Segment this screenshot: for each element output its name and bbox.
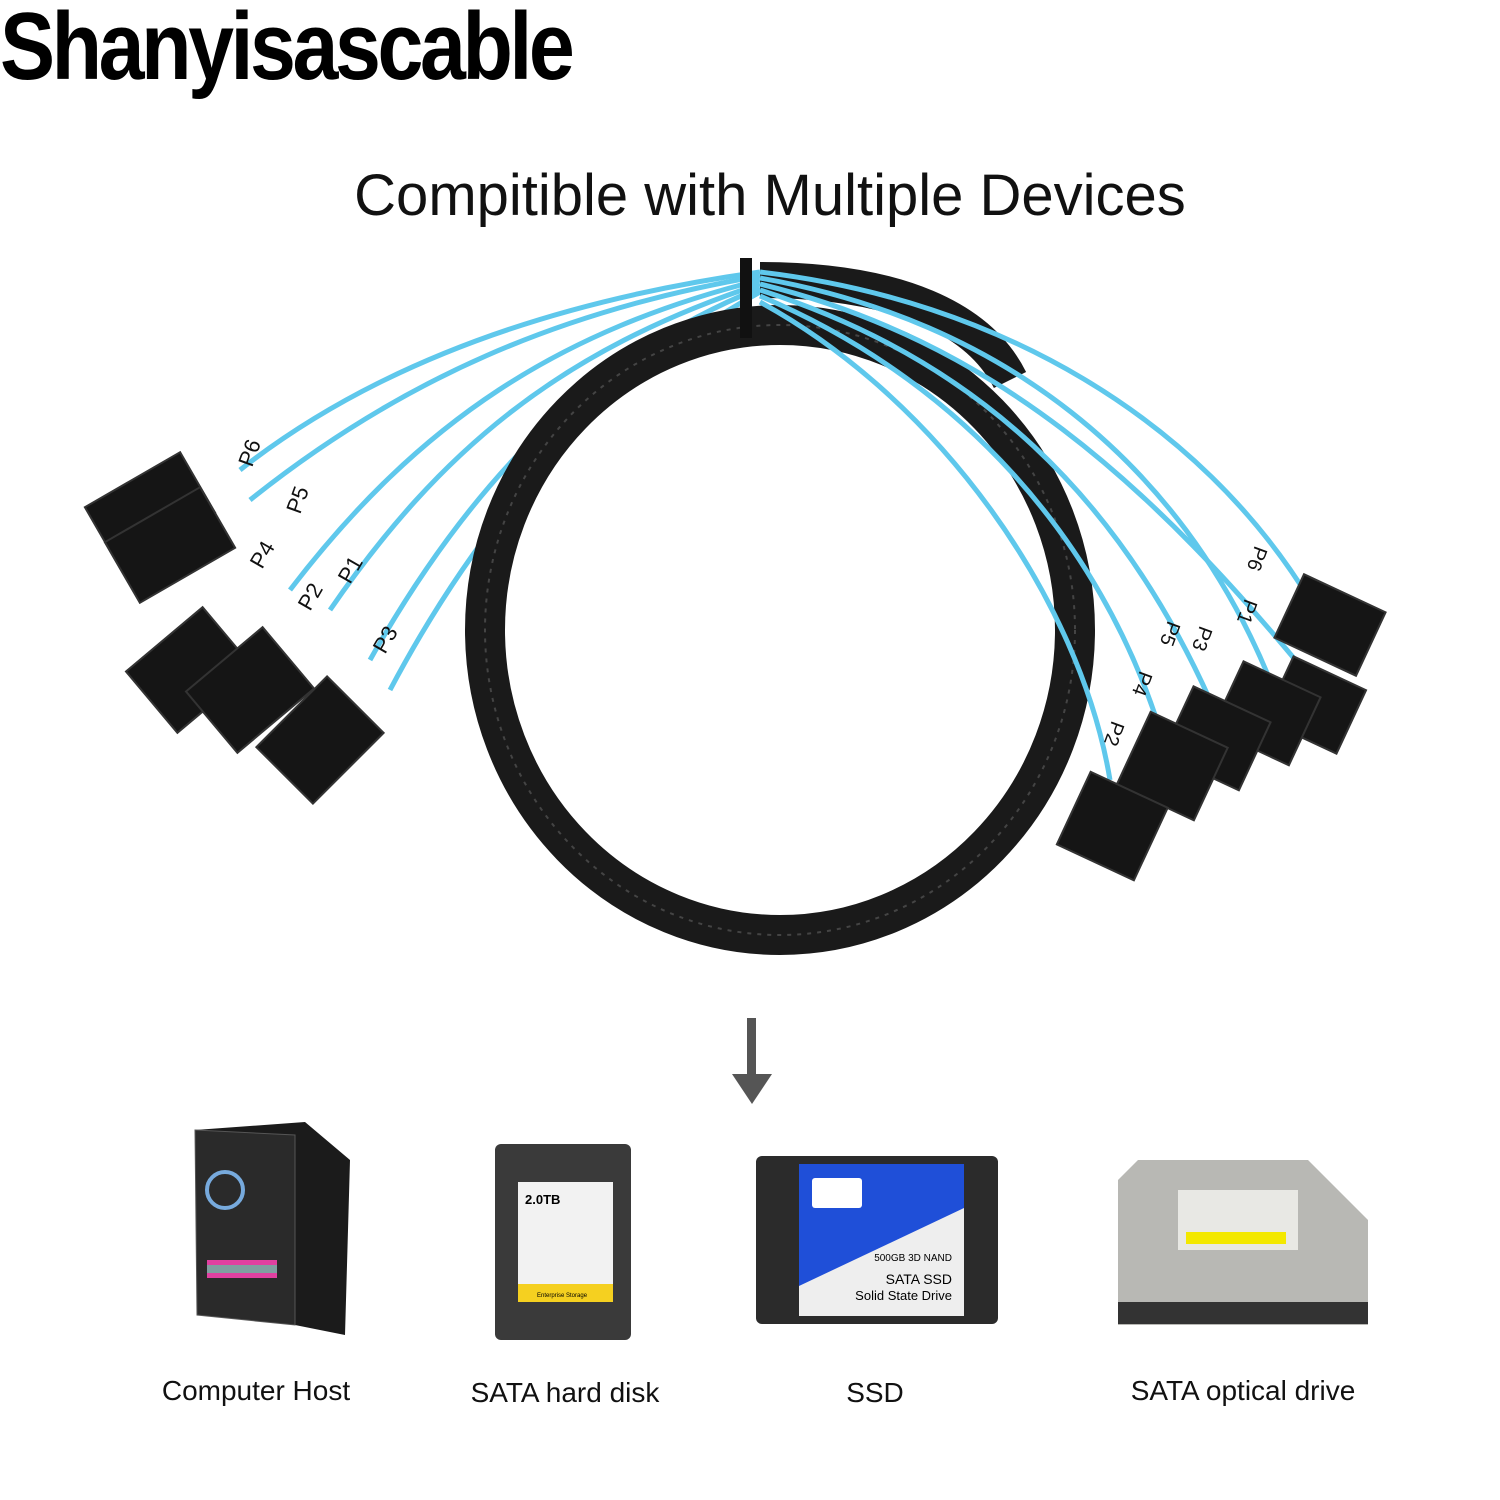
- sata-cable-photo: P5 P6 P2 P4 P1 P3 P6 P1 P3 P5 P4 P2: [83, 258, 1387, 955]
- port-label: P5: [281, 483, 314, 517]
- braided-cable-loop: [465, 258, 1095, 955]
- brand-watermark: Shanyisascable: [0, 0, 575, 100]
- port-label: P4: [245, 537, 280, 573]
- device-label-sata-hard-disk: SATA hard disk: [470, 1377, 660, 1408]
- port-label: P5: [1155, 618, 1184, 649]
- sata-hard-disk-image: 2.0TB Enterprise Storage: [495, 1144, 631, 1340]
- sata-connector: [254, 674, 386, 806]
- hdd-stripe-text: Enterprise Storage: [537, 1293, 588, 1299]
- left-connectors: [83, 450, 386, 806]
- right-wire-fan: [758, 269, 1322, 781]
- page-title: Compitible with Multiple Devices: [354, 163, 1186, 228]
- port-label: P4: [1127, 668, 1156, 699]
- device-label-ssd: SSD: [846, 1377, 904, 1408]
- device-label-sata-optical-drive: SATA optical drive: [1130, 1375, 1356, 1406]
- port-label: P1: [1232, 596, 1261, 627]
- computer-host-image: [194, 1122, 350, 1335]
- ssd-subtitle: Solid State Drive: [855, 1288, 952, 1303]
- port-label: P2: [293, 579, 328, 615]
- cable-tie: [740, 258, 752, 338]
- hdd-capacity: 2.0TB: [525, 1192, 560, 1207]
- device-label-computer-host: Computer Host: [161, 1375, 351, 1406]
- right-connectors: [1055, 572, 1387, 882]
- sata-connector: [103, 485, 237, 605]
- port-label: P6: [1242, 543, 1271, 574]
- ssd-type: SATA SSD: [886, 1271, 952, 1287]
- sata-connector: [1273, 572, 1387, 678]
- port-label: P1: [333, 552, 368, 588]
- sata-connector: [184, 625, 316, 755]
- port-label: P3: [1187, 623, 1216, 654]
- optical-drive-image: [1118, 1160, 1368, 1325]
- ssd-image: 500GB 3D NAND SATA SSD Solid State Drive: [756, 1156, 998, 1324]
- arrow-down-icon: [732, 1018, 772, 1104]
- sata-connector: [1055, 770, 1170, 882]
- port-label: P6: [233, 436, 266, 470]
- ssd-capacity: 500GB 3D NAND: [874, 1253, 952, 1264]
